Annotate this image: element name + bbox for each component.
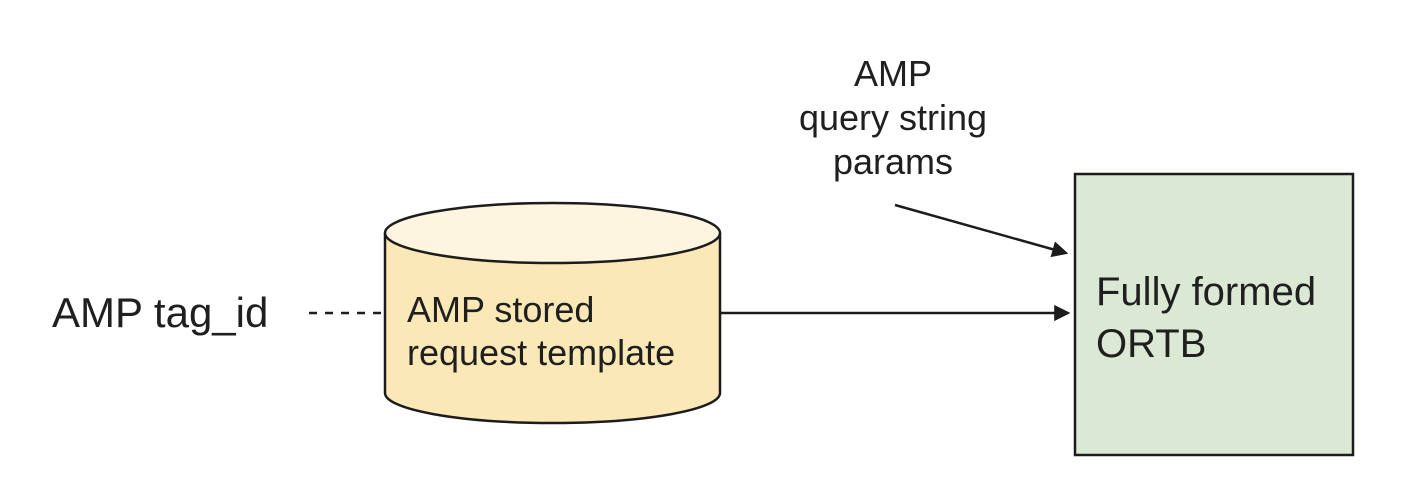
amp-tag-id-label: AMP tag_id [52, 289, 269, 336]
amp-query-string-params-label: AMP query string params [798, 53, 988, 182]
stored-request-template-label: AMP stored request template [407, 289, 676, 373]
cylinder-body-outline [383, 233, 722, 425]
cylinder-body [385, 233, 720, 423]
fully-formed-ortb-label: Fully formed ORTB [1096, 270, 1317, 366]
cylinder-top [385, 203, 720, 263]
cylinder-top-outline [383, 201, 722, 265]
ortb-box-shape [1075, 174, 1353, 455]
arrow-queryparams-to-ortb [894, 203, 1069, 258]
ortb-box-outline [1073, 172, 1355, 457]
